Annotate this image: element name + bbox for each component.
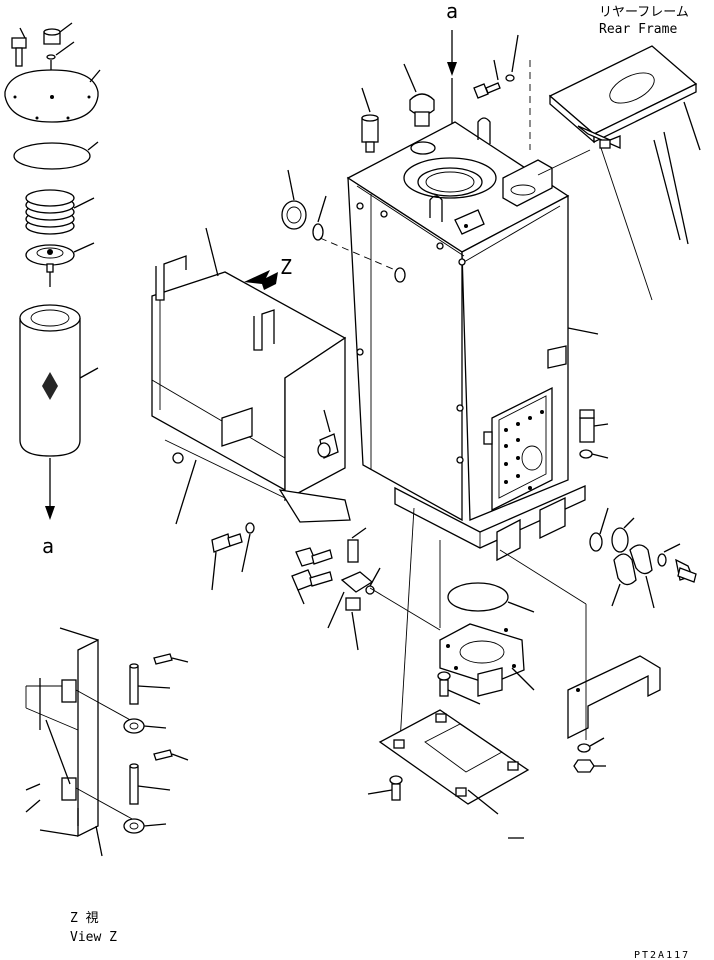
base-plate-bolt-icon	[367, 775, 403, 801]
rear-frame-jp-label: リヤーフレーム	[599, 5, 689, 20]
filter-cover-icon	[4, 69, 99, 123]
flange-bolt-icon	[437, 671, 481, 705]
grommet-icon	[317, 409, 339, 459]
mounting-bracket-icon	[567, 655, 661, 740]
plug-icon	[361, 87, 379, 153]
filter-assembly	[4, 22, 101, 520]
hydraulic-tank-body	[346, 117, 599, 562]
fitting-gasket-icon	[281, 169, 327, 241]
filter-o-ring-icon	[13, 142, 91, 170]
rear-frame-en-label: Rear Frame	[599, 22, 677, 37]
breather-cap-icon	[403, 63, 435, 127]
flange-gasket-icon	[447, 582, 509, 612]
view-z-en-label: View Z	[70, 930, 117, 945]
filter-cap-icon	[43, 28, 61, 45]
view-direction-arrow-icon	[244, 270, 278, 290]
clamp-assembly-icon	[579, 409, 697, 609]
suction-flange-icon	[439, 623, 535, 697]
side-guard-cover	[151, 227, 351, 525]
filter-spring-icon	[25, 189, 75, 235]
bracket-bolts-icon	[291, 527, 381, 651]
top-bolt-icon	[473, 34, 519, 99]
view-z-jp-label: Z 視	[70, 911, 99, 926]
bracket-nut-icon	[573, 759, 595, 773]
rear-frame-plate-icon	[548, 45, 701, 245]
filter-valve-icon	[25, 244, 75, 273]
view-z-detail	[25, 627, 189, 857]
drawing-code-label: PT2A117	[634, 950, 690, 960]
valve-plate-icon	[491, 386, 553, 512]
base-plate-icon	[378, 709, 530, 815]
filter-small-washer	[46, 54, 56, 60]
ref-a-left-label: a	[42, 534, 54, 558]
view-z-marker: Z	[280, 255, 292, 279]
filter-element-icon	[19, 304, 81, 457]
bracket-washer-icon	[577, 743, 591, 753]
ref-a-top-label: a	[446, 0, 458, 23]
filter-bolt-icon	[11, 37, 27, 67]
guard-bolt-icon	[211, 522, 255, 591]
